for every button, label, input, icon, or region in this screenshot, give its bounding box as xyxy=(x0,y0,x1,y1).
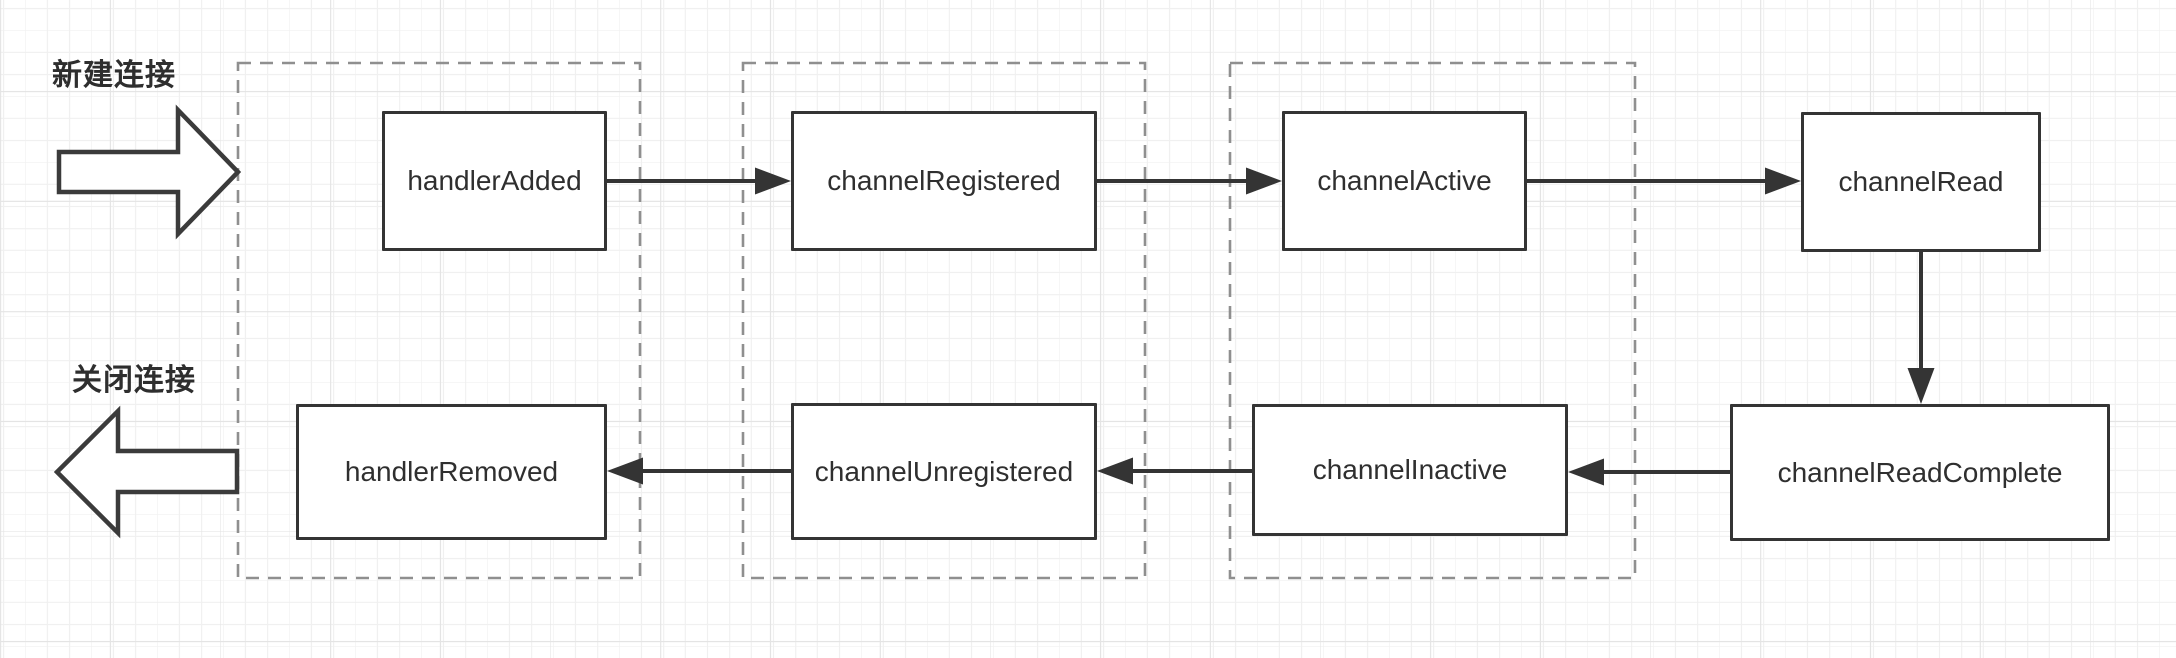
node-channel-unregistered: channelUnregistered xyxy=(791,403,1097,540)
edge-channel-inactive-to-channel-unregistered xyxy=(1097,457,1252,485)
edge-channel-active-to-channel-read xyxy=(1527,167,1801,195)
node-channel-inactive: channelInactive xyxy=(1252,404,1568,536)
group-box-registration xyxy=(741,61,1147,580)
left-block-arrow-icon xyxy=(53,405,240,539)
close-connection-label: 关闭连接 xyxy=(72,364,196,397)
edge-channel-unregistered-to-handler-removed xyxy=(607,457,791,485)
node-channel-read: channelRead xyxy=(1801,112,2041,252)
edge-channel-read-to-channel-read-complete xyxy=(1907,252,1935,404)
edge-channel-registered-to-channel-active xyxy=(1097,167,1282,195)
edge-handler-added-to-channel-registered xyxy=(607,167,791,195)
new-connection-label: 新建连接 xyxy=(52,59,176,92)
node-handler-removed: handlerRemoved xyxy=(296,404,607,540)
group-box-handler xyxy=(236,61,642,580)
group-box-activity xyxy=(1228,61,1637,580)
node-channel-active: channelActive xyxy=(1282,111,1527,251)
edge-channel-read-complete-to-channel-inactive xyxy=(1568,458,1730,486)
node-channel-read-complete: channelReadComplete xyxy=(1730,404,2110,541)
node-handler-added: handlerAdded xyxy=(382,111,607,251)
right-block-arrow-icon xyxy=(56,104,242,240)
node-channel-registered: channelRegistered xyxy=(791,111,1097,251)
